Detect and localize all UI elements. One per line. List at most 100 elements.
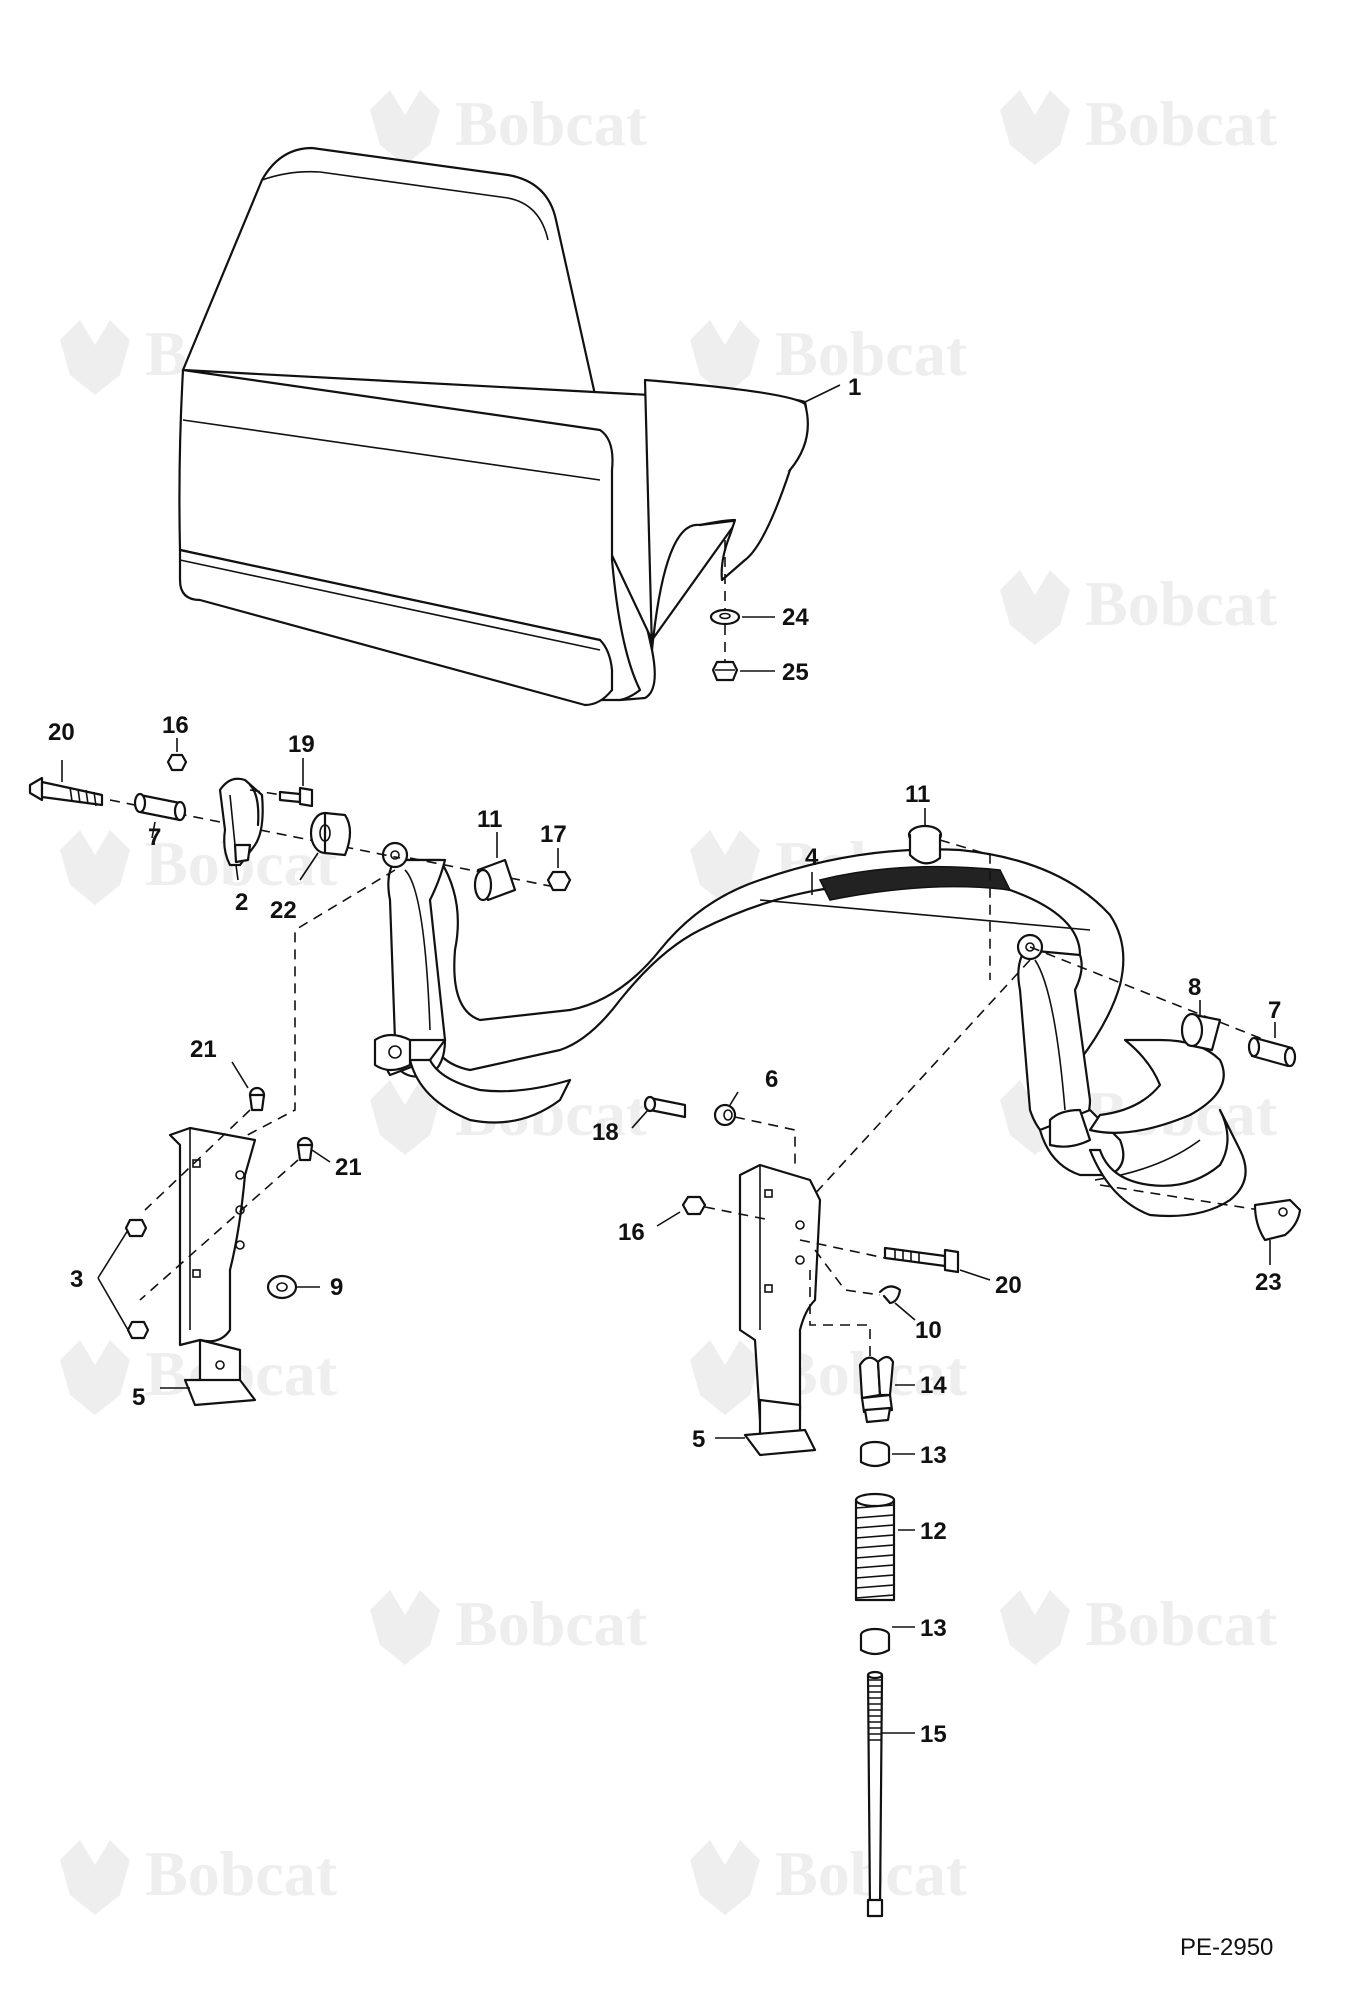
watermark-text: Bobcat	[1085, 1588, 1278, 1659]
clip-bracket-23	[1253, 1198, 1302, 1242]
bushing-11-left	[473, 858, 517, 902]
spacer-tube-7-right	[1247, 1036, 1297, 1068]
callout-23: 23	[1255, 1269, 1282, 1296]
cotter-10-axis	[814, 1249, 881, 1296]
callout-11-left: 11	[477, 806, 502, 833]
frame-pivot-left	[381, 841, 409, 869]
watermark-tile: Bobcat	[60, 828, 338, 905]
watermark-tile: Bobcat	[690, 318, 968, 395]
pin-18	[643, 1095, 687, 1119]
bobcat-logo-icon	[690, 1340, 760, 1415]
seat-stand-part-5-left	[168, 1126, 257, 1407]
right-stand-link-axis	[799, 959, 1031, 1211]
right-bushing-11-axis	[939, 839, 991, 980]
bolt-21-lower	[296, 1136, 314, 1162]
watermark-tile: Bobcat	[690, 1838, 968, 1915]
right-pivot-axis	[1029, 946, 1266, 1041]
callout-12: 12	[920, 1518, 947, 1545]
watermark-text: Bobcat	[455, 1588, 648, 1659]
screw-19-axis	[249, 789, 283, 796]
bobcat-logo-icon	[60, 320, 130, 395]
grommet-9	[266, 1274, 298, 1300]
callout-19: 19	[288, 731, 315, 758]
bobcat-logo-icon	[690, 320, 760, 395]
bobcat-logo-icon	[370, 90, 440, 165]
watermark-text: Bobcat	[1085, 88, 1278, 159]
callout-7-left: 7	[148, 824, 161, 851]
watermark-tile: Bobcat	[370, 1588, 648, 1665]
bushing-11-right	[907, 824, 943, 865]
callout-25: 25	[782, 659, 809, 686]
callout-18: 18	[592, 1119, 619, 1146]
bolt-21-lower-axis	[139, 1159, 299, 1301]
callout-20-left: 20	[48, 719, 75, 746]
callout-11-right: 11	[905, 781, 930, 808]
callout-4: 4	[805, 844, 819, 871]
nut-3-lower	[126, 1320, 150, 1340]
callout-21-lower: 21	[335, 1154, 362, 1181]
bolt-20-right-axis	[799, 1239, 886, 1259]
callout-15: 15	[920, 1721, 947, 1748]
watermark-tile: Bobcat	[370, 88, 648, 165]
callout-3: 3	[70, 1266, 83, 1293]
spring-seat-13-upper	[859, 1440, 891, 1468]
flat-washer-24	[709, 608, 741, 626]
bobcat-logo-icon	[690, 1840, 760, 1915]
spring-12	[854, 1492, 896, 1602]
seat-bar-frame-part-4	[373, 841, 1247, 1218]
callout-10: 10	[915, 1317, 942, 1344]
bracket-23-axis	[1099, 1184, 1261, 1211]
nut-16-right-axis	[704, 1206, 771, 1221]
callout-9: 9	[330, 1274, 343, 1301]
bobcat-logo-icon	[60, 1340, 130, 1415]
rod-15	[866, 1670, 884, 1918]
left-stand-axis	[199, 869, 396, 1161]
nut-3-upper	[124, 1218, 148, 1238]
callout-14: 14	[920, 1372, 947, 1399]
callout-21-upper: 21	[190, 1036, 217, 1063]
nut-16-right	[681, 1195, 707, 1216]
bobcat-logo-icon	[60, 1840, 130, 1915]
bolt-20-right	[883, 1246, 960, 1274]
watermark-tile: Bobcat	[60, 1838, 338, 1915]
watermark-tile: Bobcat	[1000, 568, 1278, 645]
spring-seat-13-lower	[859, 1627, 891, 1656]
callout-1: 1	[848, 374, 861, 401]
callout-16-right: 16	[618, 1219, 645, 1246]
clamp-bracket-2	[218, 777, 264, 867]
watermark-text: Bobcat	[145, 1838, 338, 1909]
frame-decal	[818, 865, 1012, 901]
bobcat-logo-icon	[1000, 90, 1070, 165]
callout-5-right: 5	[692, 1426, 705, 1453]
watermark-text: Bobcat	[455, 88, 648, 159]
watermark-text: Bobcat	[1085, 568, 1278, 639]
watermark-text: Bobcat	[775, 318, 968, 389]
watermark-tile: Bobcat	[1000, 88, 1278, 165]
callout-13-upper: 13	[920, 1442, 947, 1469]
callout-13-lower: 13	[920, 1615, 947, 1642]
bobcat-logo-icon	[370, 1590, 440, 1665]
bolt-20-left	[28, 776, 104, 807]
bushing-6-axis	[734, 1116, 796, 1170]
left-pivot-axis	[109, 799, 401, 859]
bolt-21-upper-axis	[144, 1109, 251, 1211]
spring-stack-axis	[809, 1270, 871, 1370]
bobcat-logo-icon	[1000, 570, 1070, 645]
callout-5-left: 5	[132, 1384, 145, 1411]
hex-nut-25	[711, 660, 739, 682]
callout-22: 22	[270, 897, 297, 924]
bushing-22	[309, 811, 352, 857]
bobcat-logo-icon	[370, 1080, 440, 1155]
seat-stand-part-5-right	[738, 1163, 822, 1457]
bobcat-logo-icon	[1000, 1590, 1070, 1665]
spacer-tube-7-left	[133, 792, 187, 822]
callout-6: 6	[765, 1066, 778, 1093]
callout-7-right: 7	[1268, 997, 1281, 1024]
clevis-14	[858, 1355, 895, 1424]
callout-2: 2	[235, 889, 248, 916]
callout-17: 17	[540, 821, 567, 848]
callout-labels: 1 2 3 4 5 5 6 7 7 8 9 10 11 11 12 13 13 …	[48, 374, 1282, 1748]
watermark-tile: Bobcat	[60, 1338, 338, 1415]
screw-19	[278, 786, 314, 808]
